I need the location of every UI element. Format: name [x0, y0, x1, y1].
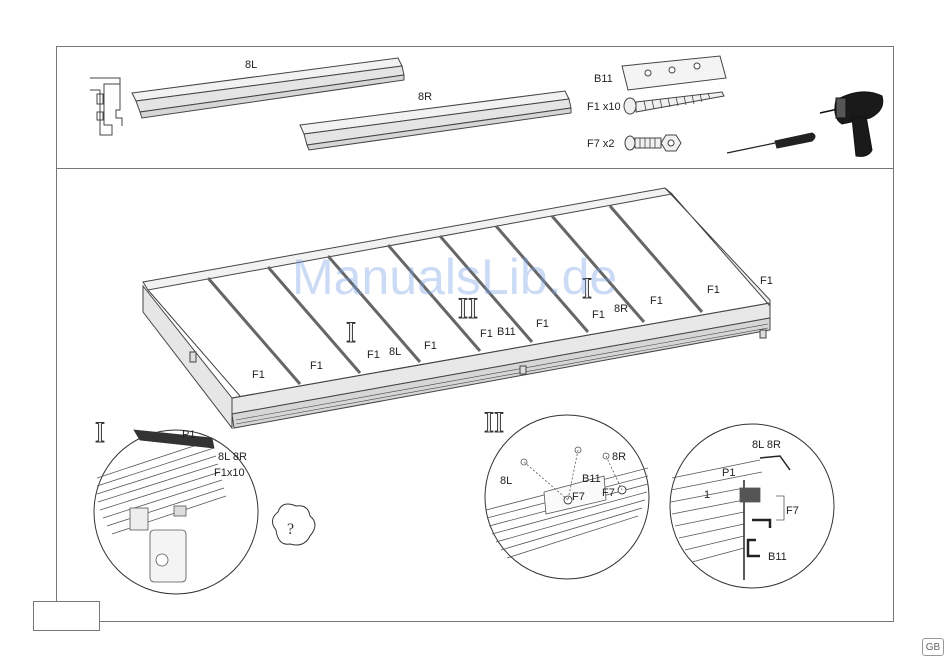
asm-f1-h: F1 [650, 295, 663, 307]
asm-f1-a: F1 [252, 369, 265, 381]
asm-f1-g: F1 [592, 309, 605, 321]
screwdriver-icon [727, 133, 815, 153]
bracket-b11-label: B11 [594, 73, 613, 85]
asm-8r: 8R [614, 303, 628, 315]
asm-f1-i: F1 [707, 284, 720, 296]
detail-three-f7: F7 [786, 505, 799, 517]
asm-f1-c: F1 [367, 349, 380, 361]
rail-8l-drawing [132, 58, 404, 118]
svg-text:?: ? [287, 521, 294, 538]
rail-8r-drawing [300, 91, 571, 150]
rail-8l-label: 8L [245, 59, 257, 71]
screw-f1-icon [624, 92, 724, 114]
bracket-b11-drawing [622, 56, 726, 90]
detail-one-p1: P1 [182, 429, 195, 441]
asm-f1-j: F1 [760, 275, 773, 287]
asm-roman-two: II [458, 292, 478, 325]
power-drill-icon [820, 92, 883, 157]
asm-f1-b: F1 [310, 360, 323, 372]
detail-three-rails: 8L 8R [752, 439, 781, 451]
detail-one-rails: 8L 8R [218, 451, 247, 463]
detail-two-f7-a: F7 [572, 491, 585, 503]
detail-three-p1: P1 [722, 467, 735, 479]
detail-one-roman: I [95, 416, 105, 449]
detail-two-8r: 8R [612, 451, 626, 463]
language-badge: GB [922, 638, 944, 656]
profile-section-icon [90, 78, 122, 135]
asm-8l: 8L [389, 346, 401, 358]
question-bubble-icon: ? [272, 504, 315, 545]
screw-f1-label: F1 x10 [587, 101, 621, 113]
detail-two-b11: B11 [582, 473, 601, 485]
screw-f7-icon [625, 135, 681, 151]
detail-two-f7-b: F7 [602, 487, 615, 499]
asm-roman-one-b: I [582, 272, 592, 305]
asm-roman-one-a: I [346, 316, 356, 349]
asm-f1-d: F1 [424, 340, 437, 352]
asm-b11: B11 [497, 326, 516, 338]
page-number-box [33, 601, 100, 631]
detail-three-number: 1 [704, 489, 710, 501]
detail-three-b11: B11 [768, 551, 787, 563]
roof-assembly-drawing [143, 188, 770, 428]
detail-two-roman: II [484, 406, 504, 439]
asm-f1-f: F1 [536, 318, 549, 330]
detail-two-8l: 8L [500, 475, 512, 487]
asm-f1-e: F1 [480, 328, 493, 340]
screw-f7-label: F7 x2 [587, 138, 615, 150]
rail-8r-label: 8R [418, 91, 432, 103]
detail-one-screw: F1x10 [214, 467, 245, 479]
